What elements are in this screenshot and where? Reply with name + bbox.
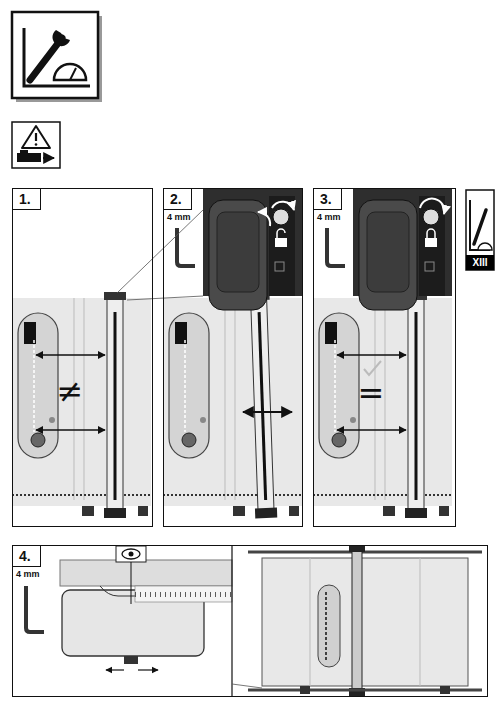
step-number: 3. xyxy=(314,189,342,210)
step-panel: 3.4 mm xyxy=(313,188,456,527)
step-number: 2. xyxy=(164,189,192,210)
tool-size: 4 mm xyxy=(314,210,353,225)
tool-size: 4 mm xyxy=(13,567,52,582)
equal-sign: = xyxy=(351,376,391,410)
tool-size-box: 4 mm xyxy=(314,210,353,272)
section-tab: XIII xyxy=(466,255,494,270)
step-panel: 4.4 mm xyxy=(12,545,488,697)
step-panel: 2.4 mm xyxy=(163,188,303,527)
step-panel: 1. xyxy=(12,188,153,527)
tool-size-box: 4 mm xyxy=(13,567,52,642)
step-number: 1. xyxy=(13,189,41,210)
not-equal-sign: ≠ xyxy=(50,374,90,408)
tool-size: 4 mm xyxy=(164,210,203,225)
tool-size-box: 4 mm xyxy=(164,210,203,272)
step-number: 4. xyxy=(13,546,41,567)
